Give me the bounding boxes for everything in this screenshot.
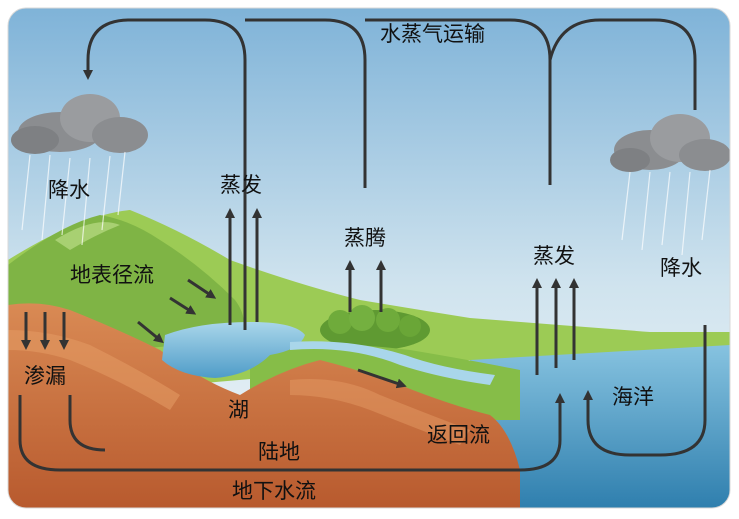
infiltration-arrows — [21, 312, 69, 350]
label-infiltration: 渗漏 — [24, 364, 66, 388]
tree — [399, 315, 421, 337]
vapor-transport-loop — [83, 18, 697, 330]
groundwater-flow-loop — [18, 393, 565, 472]
cloud-left — [11, 94, 148, 154]
mountain-highlight — [55, 222, 120, 250]
label-vapor-transport: 水蒸气运输 — [380, 22, 485, 46]
rain-left — [21, 151, 126, 246]
label-land: 陆地 — [258, 440, 300, 464]
frame-border — [7, 7, 731, 509]
label-lake: 湖 — [228, 398, 249, 422]
tree — [376, 308, 400, 332]
tree — [328, 310, 352, 334]
label-groundwater-flow: 地下水流 — [232, 479, 316, 503]
label-ocean: 海洋 — [612, 385, 654, 409]
label-precipitation-right: 降水 — [660, 256, 702, 280]
evaporation-arrows-sea — [532, 278, 579, 375]
river — [290, 341, 495, 385]
precipitation-ocean-loop — [583, 325, 707, 457]
tree — [349, 305, 375, 331]
soil-cross-section — [8, 303, 520, 508]
lake-water — [162, 322, 305, 378]
label-transpiration: 蒸腾 — [344, 226, 386, 250]
label-return-flow: 返回流 — [427, 423, 490, 447]
ocean-area — [470, 335, 730, 508]
label-evaporation-land: 蒸发 — [220, 173, 262, 197]
label-evaporation-sea: 蒸发 — [533, 244, 575, 268]
runoff-arrows — [137, 278, 407, 389]
transpiration-arrows — [345, 260, 386, 312]
rain-right — [621, 169, 711, 256]
soil-layer — [290, 379, 470, 445]
label-precipitation-left: 降水 — [48, 178, 90, 202]
soil-layer — [8, 330, 180, 410]
cloud-right — [610, 114, 730, 172]
evaporation-arrows-land — [225, 208, 262, 325]
label-surface-runoff: 地表径流 — [70, 263, 154, 287]
